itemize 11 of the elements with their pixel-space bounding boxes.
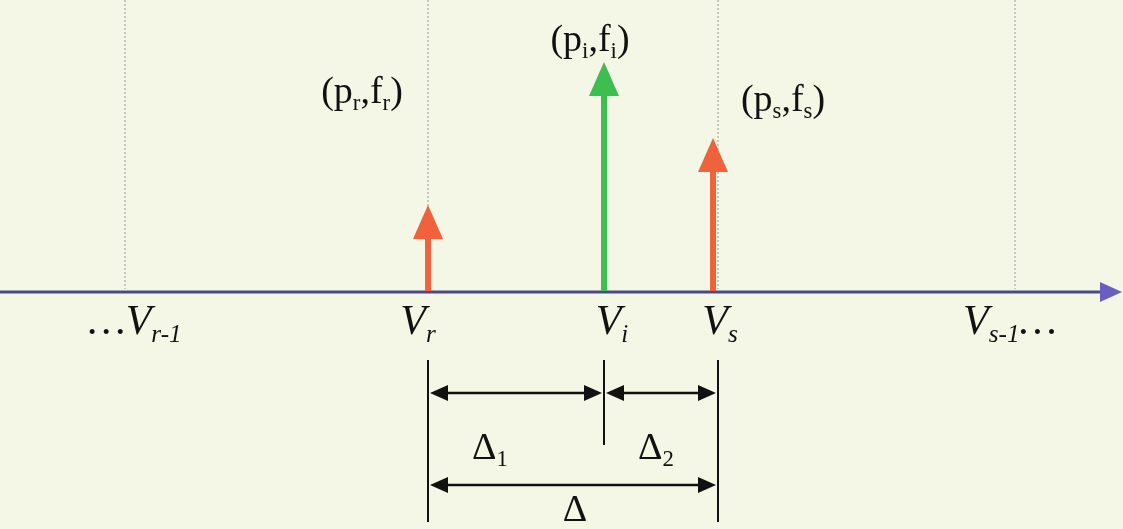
axis-label: V$_{i}$	[595, 295, 629, 349]
axis-label: V$_{s-1}$…	[963, 295, 1057, 349]
point-label: (p$_{s}$,f$_{s}$)	[740, 75, 826, 125]
dimension-label: Δ$_{2}$	[638, 423, 674, 473]
axis-label: …V$_{r-1}$	[88, 295, 182, 349]
point-label: (p$_{r}$,f$_{r}$)	[321, 67, 403, 117]
dimension-label: Δ	[562, 486, 588, 529]
axis-label: V$_{r}$	[400, 295, 436, 349]
point-label: (p$_{i}$,f$_{i}$)	[550, 15, 630, 65]
axis-label: V$_{s}$	[702, 295, 738, 349]
dimension-label: Δ$_{1}$	[472, 423, 508, 473]
